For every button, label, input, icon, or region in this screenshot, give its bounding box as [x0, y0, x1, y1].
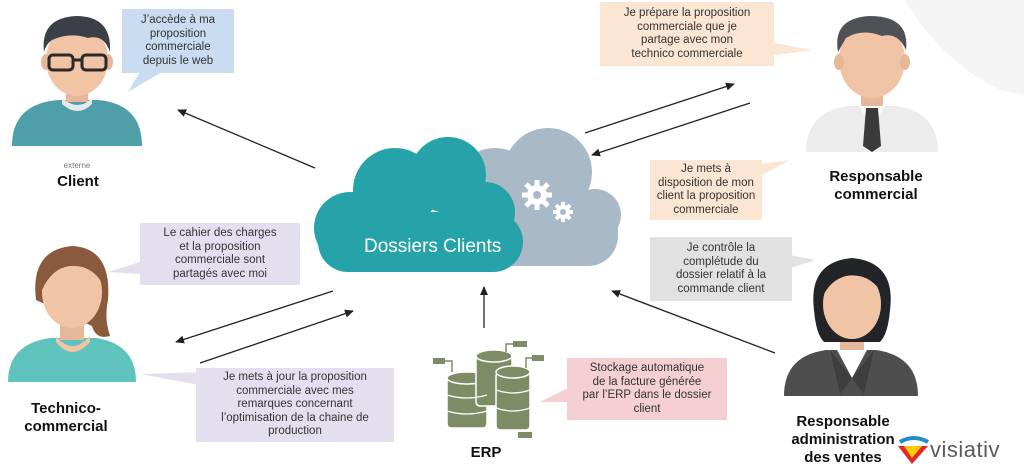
technico-avatar: [8, 246, 136, 382]
client-speech-bubble: J’accède à ma proposition commerciale de…: [122, 9, 234, 73]
erp-database-icon: [433, 341, 544, 438]
commercial-dispo-bubble: Je mets à disposition de mon client la p…: [650, 160, 762, 220]
adv-control-bubble: Je contrôle la complétude du dossier rel…: [650, 237, 792, 301]
arrow-cloud-to-technico: [175, 290, 334, 344]
technico-label: Technico- commercial: [24, 400, 108, 435]
flow-arrows: [175, 82, 776, 364]
arrow-adv-to-cloud: [611, 290, 776, 354]
gears-icon: [522, 180, 573, 222]
bubble-tails: [108, 42, 815, 402]
adv-avatar: [784, 258, 918, 396]
client-avatar: [12, 16, 142, 146]
commercial-prepare-bubble: Je prépare la proposition commerciale qu…: [600, 2, 774, 66]
commercial-avatar: [806, 16, 938, 152]
client-label: Client: [57, 173, 99, 190]
arrow-cloud-to-commercial: [584, 82, 735, 134]
erp-label: ERP: [470, 444, 502, 461]
technico-update-bubble: Je mets à jour la proposition commercial…: [196, 368, 394, 442]
adv-label: Responsable administration des ventes: [791, 413, 895, 466]
arrow-cloud-to-client: [177, 109, 316, 169]
arrow-commercial-to-cloud: [591, 102, 751, 157]
visiativ-logo-icon: [898, 436, 929, 464]
erp-storage-bubble: Stockage automatique de la facture génér…: [567, 358, 727, 420]
cahier-charges-bubble: Le cahier des charges et la proposition …: [140, 223, 300, 285]
cloud-icon: [314, 128, 621, 272]
cloud-label: Dossiers Clients: [364, 236, 502, 257]
client-tag: externe: [63, 161, 91, 170]
visiativ-brand-name: visiativ: [930, 437, 1001, 462]
commercial-label: Responsable commercial: [829, 168, 923, 203]
watermark-shape: [905, 0, 1024, 95]
arrow-technico-to-cloud: [199, 309, 354, 364]
